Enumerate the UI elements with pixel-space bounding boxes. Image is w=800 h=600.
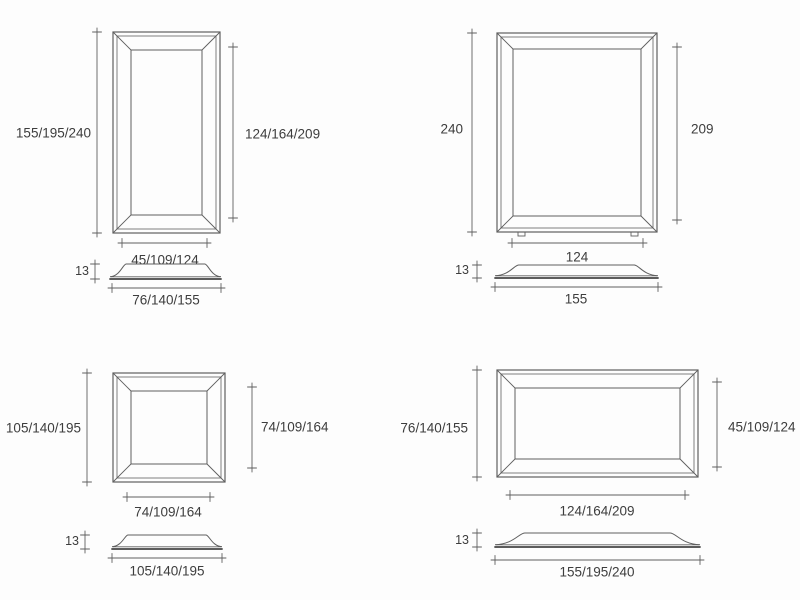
dimension-label-outer-height: 105/140/195 (6, 421, 81, 436)
dimension-label-inner-width: 124/164/209 (559, 504, 634, 519)
dimension-label-thickness: 13 (65, 534, 79, 548)
dimension-label-inner-width: 74/109/164 (134, 505, 202, 520)
frame-diagram-top-right: 240 209 124 13 155 (440, 28, 714, 307)
frame-opening (130, 390, 208, 465)
miter-line-top-left (496, 32, 514, 50)
frame-bevel-edge (116, 376, 222, 479)
profile-contour (111, 534, 223, 548)
miter-line-bottom-left (496, 458, 516, 478)
dimension-label-inner-height: 209 (691, 122, 714, 137)
dimension-label-thickness: 13 (455, 263, 469, 277)
frame-bevel-edge (500, 373, 695, 474)
dimension-label-inner-width: 45/109/124 (131, 253, 199, 268)
frame-opening (514, 387, 681, 460)
miter-line-bottom-left (112, 214, 132, 234)
profile-contour (494, 264, 659, 277)
miter-line-bottom-left (112, 463, 132, 483)
dimension-label-outer-width: 76/140/155 (132, 293, 200, 308)
miter-line-bottom-right (640, 215, 658, 233)
miter-line-bottom-right (679, 458, 699, 478)
miter-line-top-left (112, 31, 132, 51)
frame-bevel-edge (500, 36, 654, 229)
dimension-label-inner-width: 124 (566, 250, 589, 265)
frame-diagram-top-left: 155/195/240 124/164/209 45/109/124 13 76/140… (16, 27, 320, 308)
miter-line-top-left (112, 372, 132, 392)
frame-foot (630, 231, 639, 237)
miter-line-top-right (679, 369, 699, 389)
frame-diagram-bottom-left: 105/140/195 74/109/164 74/109/164 13 105/140… (6, 368, 329, 579)
dimension-label-outer-height: 76/140/155 (400, 421, 468, 436)
profile-contour (109, 263, 222, 278)
miter-line-top-right (640, 32, 658, 50)
miter-line-top-right (206, 372, 226, 392)
frame-foot (517, 231, 526, 237)
frame-opening (512, 48, 642, 217)
dimension-label-thickness: 13 (75, 264, 89, 278)
miter-line-bottom-right (206, 463, 226, 483)
dimension-label-inner-height: 124/164/209 (245, 127, 320, 142)
miter-line-bottom-right (201, 214, 221, 234)
dimension-label-outer-width: 155/195/240 (559, 565, 634, 580)
dimension-label-thickness: 13 (455, 533, 469, 547)
profile-contour (494, 532, 701, 546)
miter-line-bottom-left (496, 215, 514, 233)
miter-line-top-right (201, 31, 221, 51)
dimension-label-outer-width: 155 (565, 292, 588, 307)
dimension-label-outer-height: 155/195/240 (16, 126, 91, 141)
dimension-label-outer-height: 240 (440, 122, 463, 137)
frame-opening (130, 49, 203, 216)
frame-bevel-edge (116, 35, 217, 230)
frame-diagram-bottom-right: 76/140/155 45/109/124 124/164/209 13 155/195… (400, 365, 796, 580)
dimension-label-inner-height: 74/109/164 (261, 420, 329, 435)
frame-outer-edge (112, 31, 221, 234)
dimension-label-outer-width: 105/140/195 (129, 564, 204, 579)
frame-outer-edge (112, 372, 226, 483)
frame-outer-edge (496, 32, 658, 233)
miter-line-top-left (496, 369, 516, 389)
dimension-label-inner-height: 45/109/124 (728, 420, 796, 435)
frame-outer-edge (496, 369, 699, 478)
